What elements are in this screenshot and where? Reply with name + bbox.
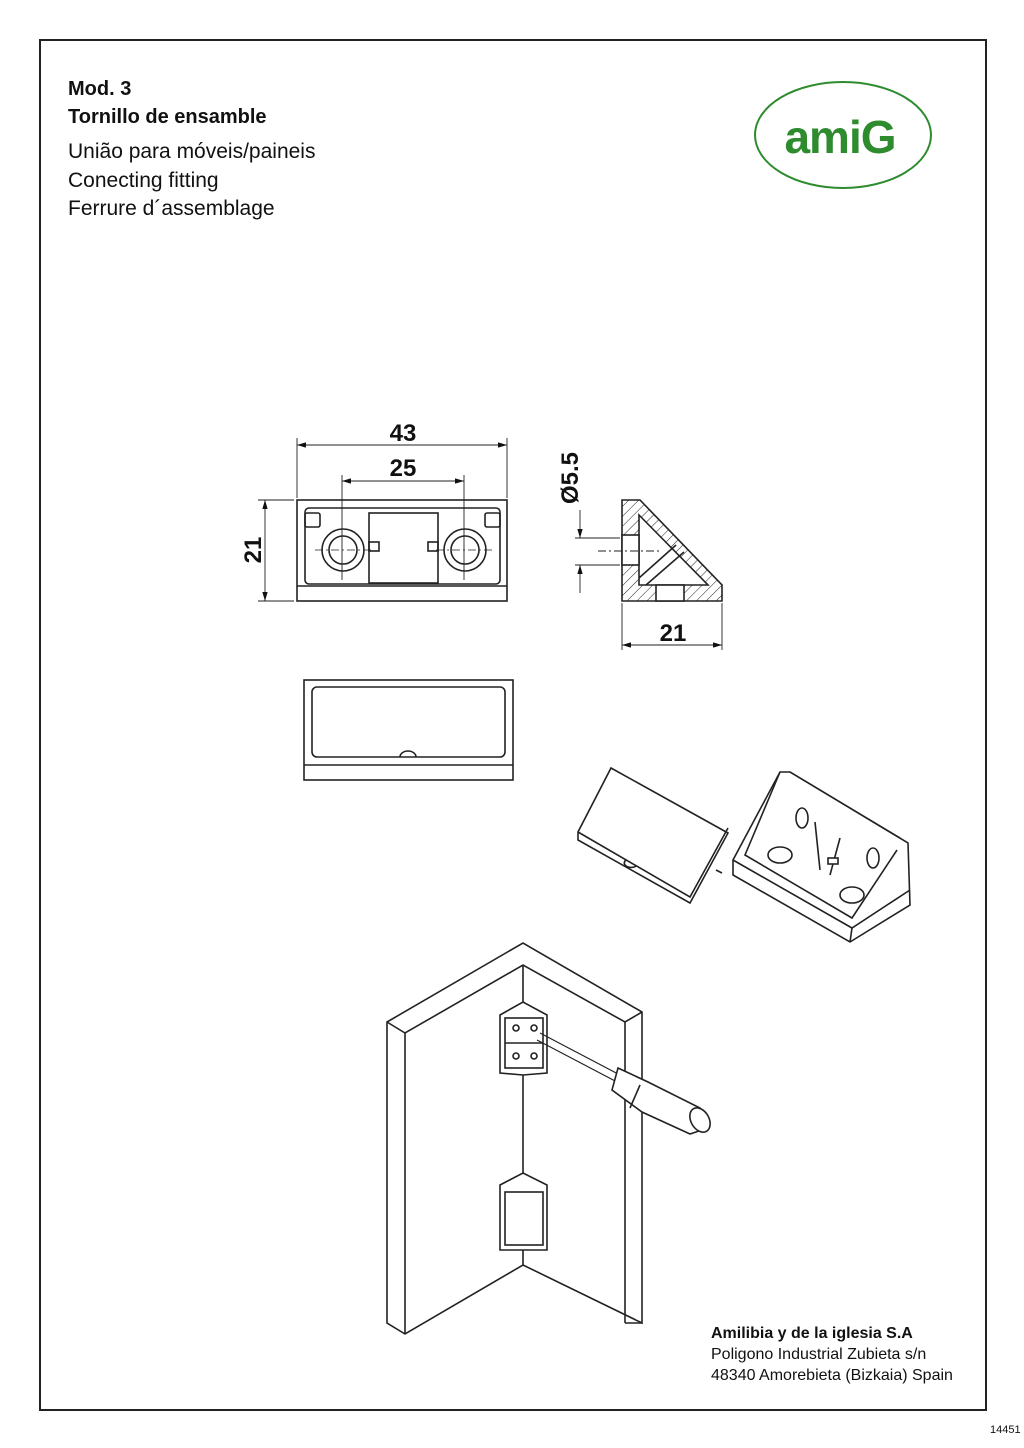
model-number: Mod. 3 (68, 78, 132, 100)
bracket-isometric (732, 771, 911, 943)
bracket-bottom (499, 1172, 548, 1251)
dimension-length: 43 (390, 420, 417, 447)
top-view (258, 438, 508, 602)
dimension-height: 21 (240, 537, 267, 564)
title-spanish: Tornillo de ensamble (68, 106, 267, 128)
screwdriver-icon (536, 1032, 711, 1135)
title-portuguese: União para móveis/paineis (68, 140, 316, 163)
address-line-2: 48340 Amorebieta (Bizkaia) Spain (711, 1367, 953, 1384)
assembly-illustration (386, 942, 711, 1335)
amig-logo: amiG (754, 81, 932, 189)
cover-view (303, 679, 514, 781)
address-line-1: Poligono Industrial Zubieta s/n (711, 1346, 927, 1363)
dimension-hole-spacing: 25 (390, 455, 417, 482)
bracket-top (499, 1001, 548, 1076)
logo-text: amiG (784, 111, 895, 163)
company-name: Amilibia y de la iglesia S.A (711, 1325, 913, 1342)
title-french: Ferrure d´assemblage (68, 197, 275, 220)
dimension-side-width: 21 (660, 620, 687, 647)
cover-isometric (577, 766, 730, 905)
page-border (39, 39, 987, 1411)
document-number: 14451 (990, 1424, 1021, 1436)
title-english: Conecting fitting (68, 169, 219, 192)
dimension-hole-diameter: Ø5.5 (557, 452, 584, 504)
side-section-view (575, 499, 723, 650)
